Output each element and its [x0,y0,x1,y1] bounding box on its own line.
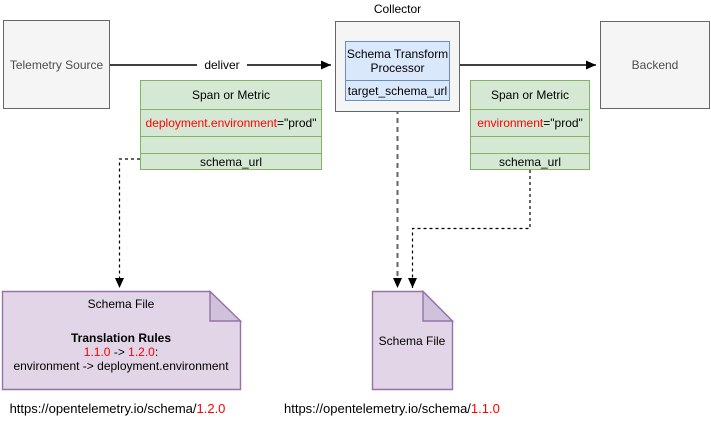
version-colon: : [154,345,159,359]
span-metric-header-left: Span or Metric [191,88,271,102]
attr-value-left: ="prod" [276,116,317,130]
version-mapping-line: 1.1.0 -> 1.2.0: [2,345,240,359]
attr-row-left: deployment.environment="prod" [141,109,321,136]
span-metric-table-right: Span or Metric environment="prod" schema… [470,80,590,170]
schema-transform-processor-node: Schema Transform Processor target_schema… [345,41,450,101]
translation-rules-heading: Translation Rules [70,331,172,345]
schema-url-mid-version: 1.1.0 [470,401,500,416]
span-metric-header-right: Span or Metric [490,88,570,102]
attr-name-right: environment [477,116,544,130]
processor-title: Schema Transform Processor [346,47,449,75]
translation-rules-block: Translation Rules 1.1.0 -> 1.2.0: enviro… [2,331,240,373]
backend-label: Backend [631,58,679,72]
version-to: 1.2.0 [128,345,155,359]
schema-url-mid-base: https://opentelemetry.io/schema/ [284,401,471,416]
empty-row-left [141,136,321,153]
empty-row-right [471,136,589,153]
version-from: 1.1.0 [83,345,111,359]
attr-value-right: ="prod" [543,116,583,130]
telemetry-source-node: Telemetry Source [3,20,110,109]
version-arrow: -> [110,345,129,359]
attribute-mapping-line: environment -> deployment.environment [13,359,229,373]
schema-url-text-mid: https://opentelemetry.io/schema/1.1.0 [284,401,500,416]
schema-file-mid-title: Schema File [378,334,446,348]
collector-label: Collector [373,1,422,16]
schema-url-field-right: schema_url [471,153,589,169]
schema-url-text-left: https://opentelemetry.io/schema/1.2.0 [0,401,235,416]
span-metric-table-left: Span or Metric deployment.environment="p… [140,80,322,170]
attr-name-left: deployment.environment [145,116,277,130]
attr-row-right: environment="prod" [471,109,589,136]
schema-url-field-left: schema_url [141,153,321,169]
schema-url-left-version: 1.2.0 [196,401,226,416]
schema-url-right-to-file-connector [408,170,531,288]
schema-url-left-base: https://opentelemetry.io/schema/ [9,401,197,416]
deliver-edge-label: deliver [197,58,247,72]
schema-url-left-to-file-connector [115,158,140,288]
schema-file-left-title: Schema File [87,297,155,311]
schema-file-mid-fold [422,289,455,322]
target-schema-url-field: target_schema_url [346,80,449,100]
telemetry-source-label: Telemetry Source [9,57,104,72]
backend-node: Backend [600,21,710,109]
